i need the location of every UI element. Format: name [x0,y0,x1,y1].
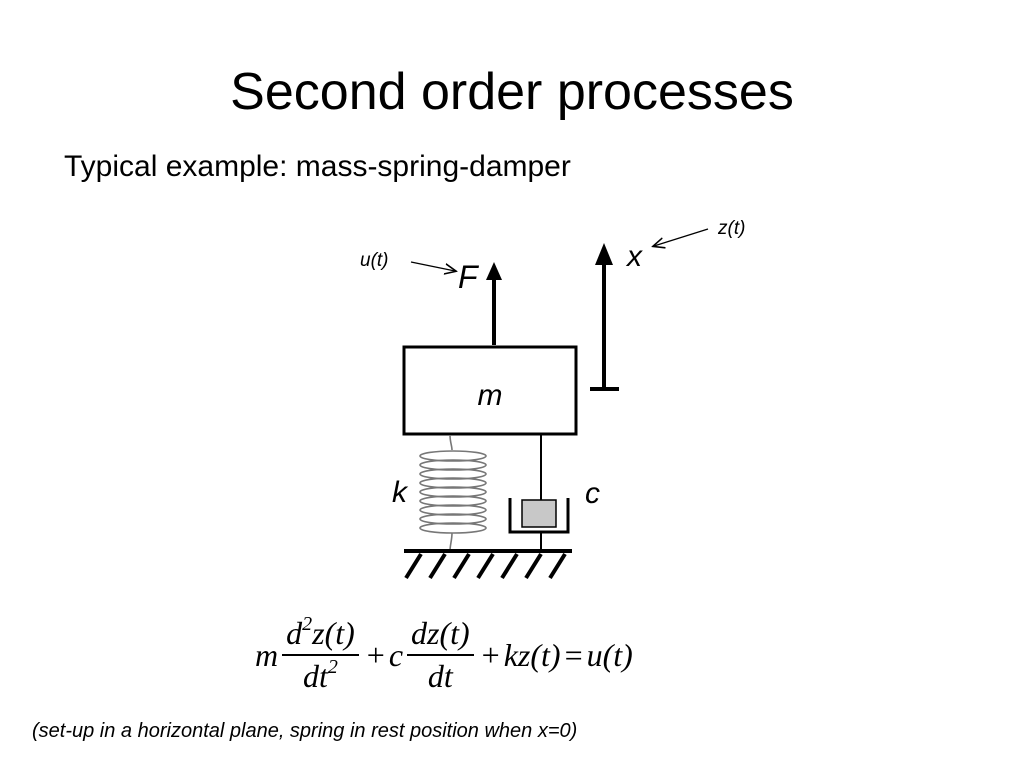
eq-dt: dt [302,657,328,694]
output-label: z(t) [717,218,745,239]
eq-rhs: u(t) [586,636,633,673]
eq-first-derivative: dz(t) dt [407,615,474,694]
mass-block [402,345,578,436]
output-pointer-arrow [654,228,709,246]
fraction-bar [282,654,359,656]
eq-equals: = [564,636,583,673]
displacement-symbol: x [625,240,643,273]
damper [508,434,570,551]
spring [419,434,487,552]
spring-label: k [392,476,409,509]
displacement-arrow-head [595,243,613,265]
force-arrow-head [486,262,502,280]
eq-mass-coefficient: m [255,636,279,673]
mass-label: m [478,379,503,412]
mass-spring-damper-diagram: F u(t) x z(t) m k c [360,218,745,580]
eq-den-exponent: 2 [327,655,338,678]
eq-num-exponent: 2 [302,613,313,636]
eq-dz: dz(t) [411,615,470,652]
eq-dt-2: dt [427,657,453,694]
damper-label: c [585,477,600,510]
slide-title: Second order processes [230,63,794,121]
eq-damping-coefficient: c [388,636,404,673]
eq-plus-2: + [481,636,500,673]
slide-subtitle: Typical example: mass-spring-damper [64,150,571,183]
input-label: u(t) [360,250,389,271]
eq-d-symbol: d [286,615,303,652]
setup-note: (set-up in a horizontal plane, spring in… [32,720,578,742]
eq-plus-1: + [366,636,385,673]
ground [404,549,572,580]
force-symbol: F [458,259,480,295]
eq-z-of-t: z(t) [312,615,355,652]
equation-of-motion: m d2z(t) dt2 + c dz(t) dt + kz(t) = u(t) [255,600,775,710]
eq-second-derivative: d2z(t) dt2 [282,613,359,694]
input-pointer-arrow [410,261,455,271]
eq-spring-term: kz(t) [503,636,561,673]
fraction-bar [407,654,474,656]
